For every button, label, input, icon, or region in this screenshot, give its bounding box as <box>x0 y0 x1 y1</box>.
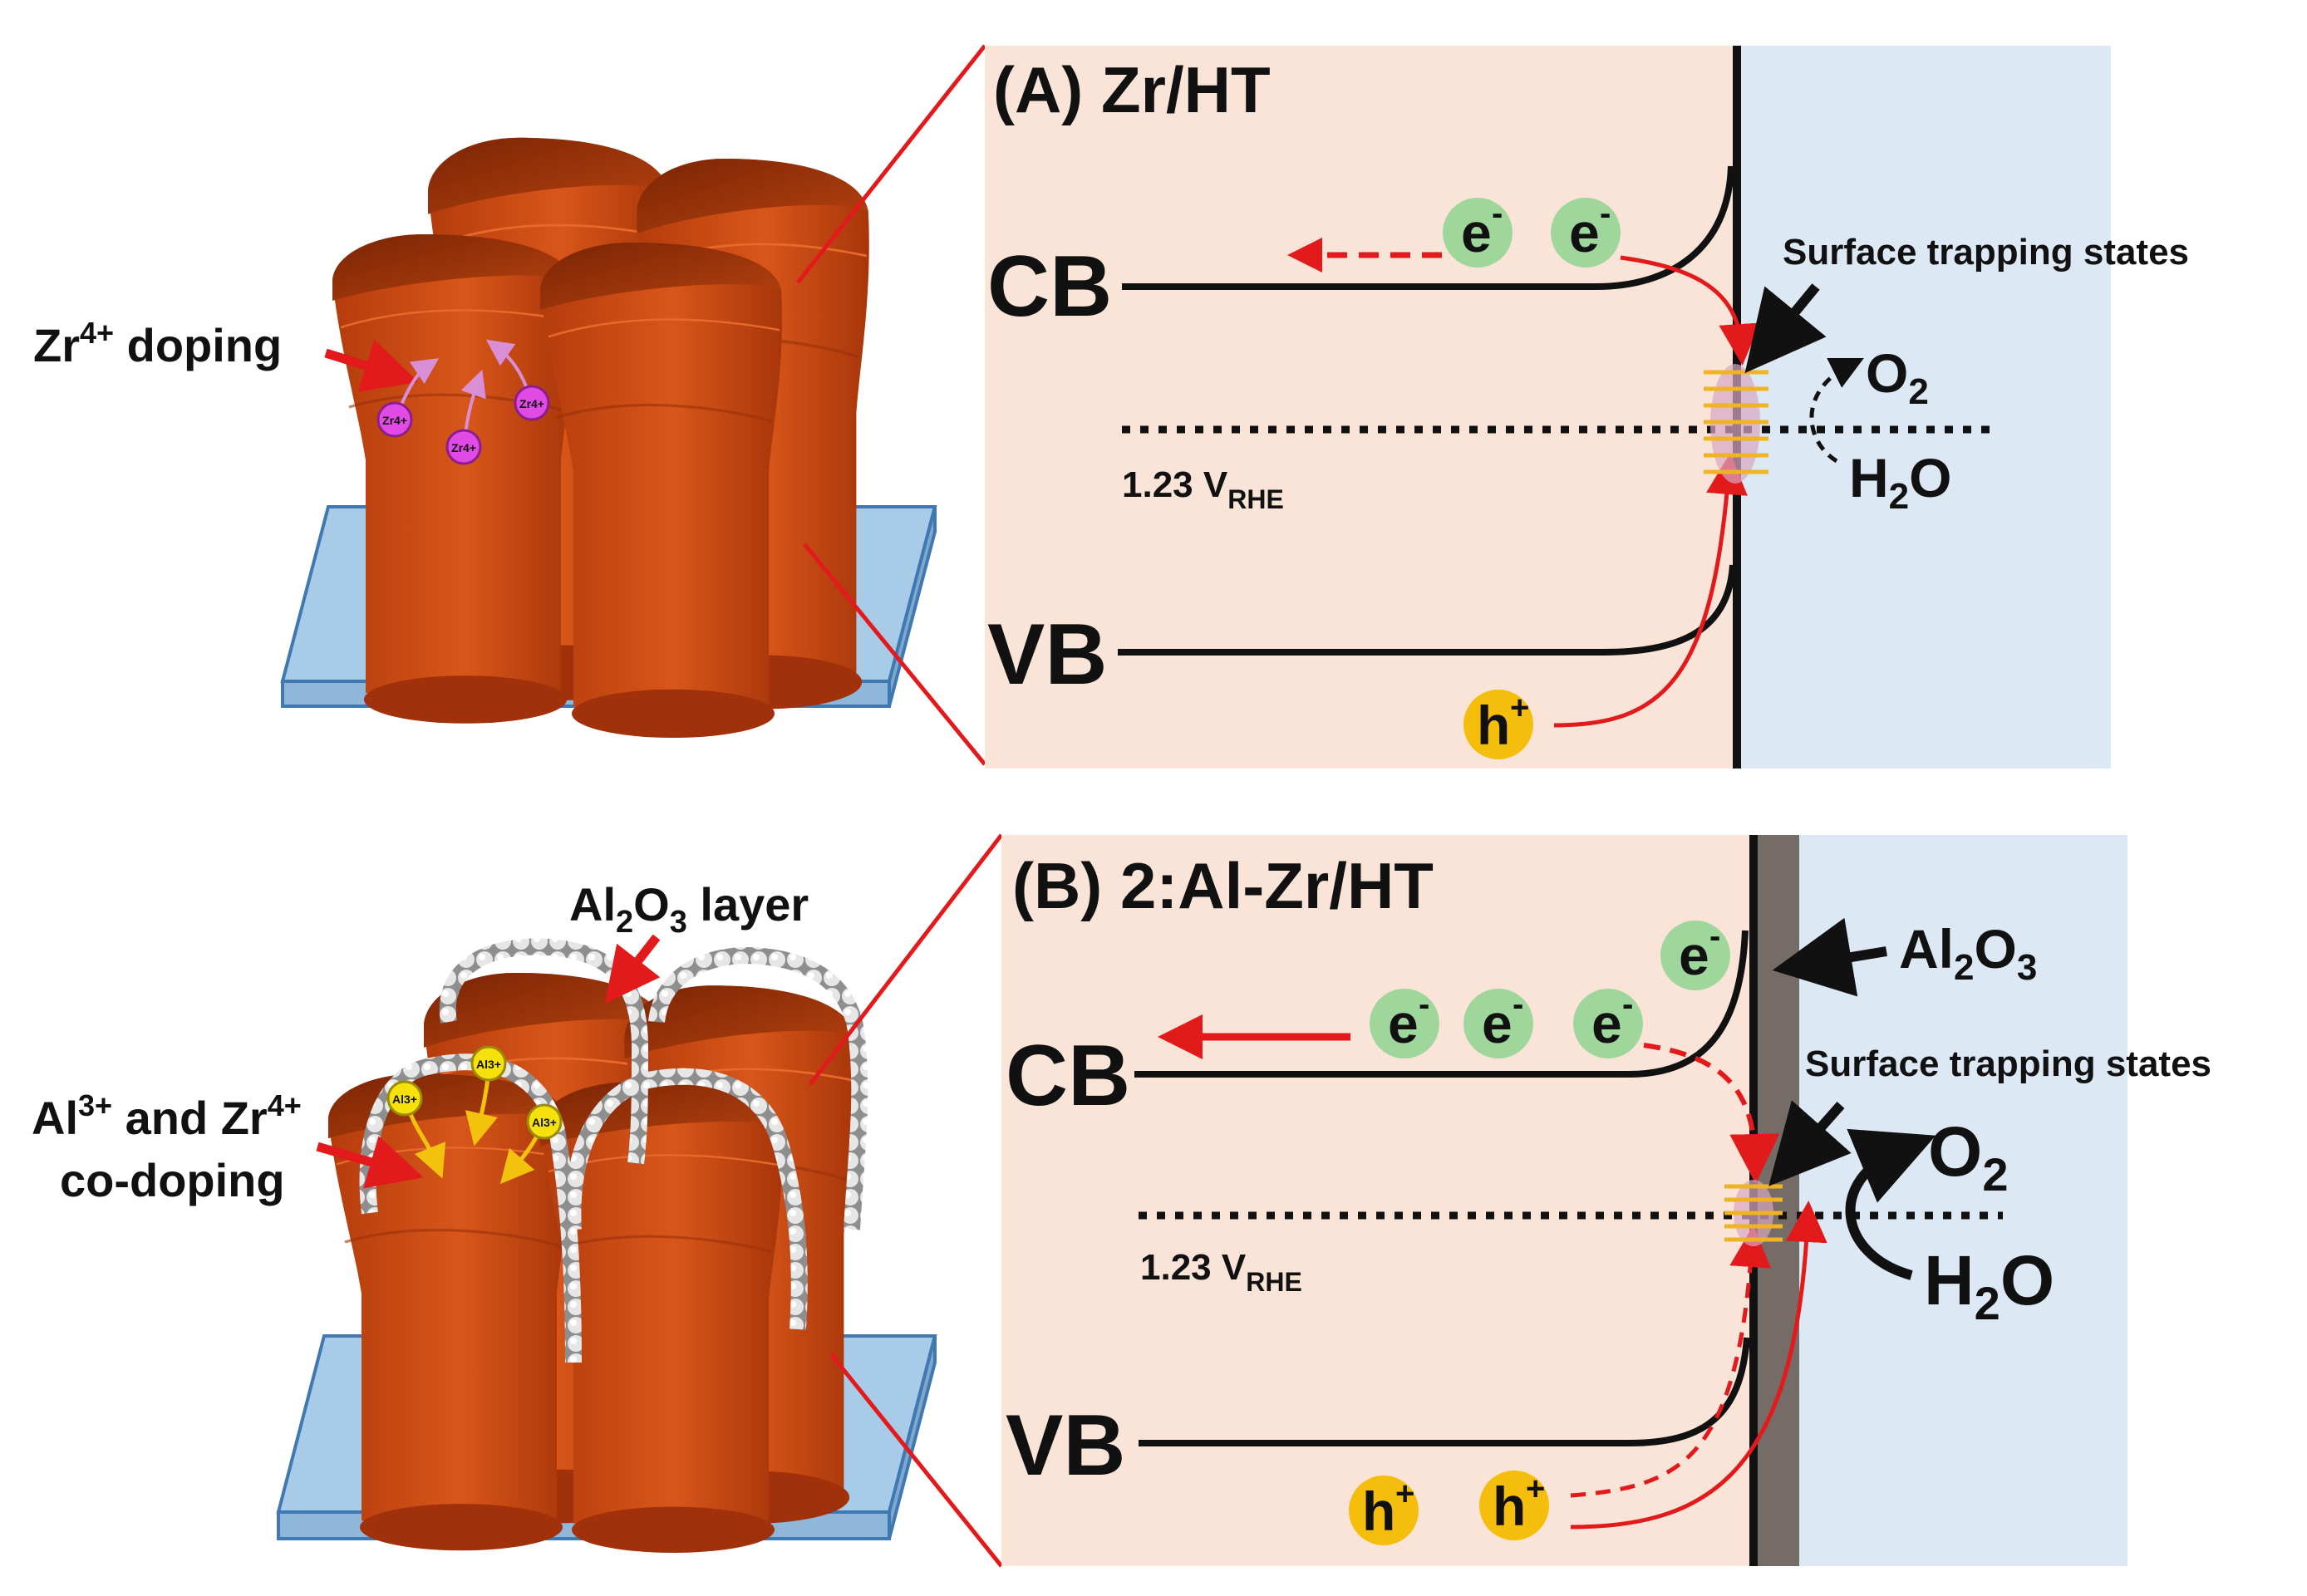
vb-label-b: VB <box>1006 1397 1125 1494</box>
al2o3-layer-label: Al2O3 layer <box>569 878 809 940</box>
zr-ions: Zr4+ Zr4+ Zr4+ <box>376 339 550 465</box>
svg-text:e: e <box>1388 993 1419 1054</box>
svg-text:-: - <box>1709 918 1720 955</box>
rod-front-right <box>539 240 785 740</box>
zoom-line-top-upper <box>796 44 986 284</box>
hole-transfer-arrow-a <box>1553 453 1748 728</box>
oxidation-arrow-b <box>1845 1128 1936 1280</box>
zr-doping-arrow <box>324 339 419 392</box>
valence-band-b <box>1139 1337 1750 1446</box>
cb-label-b: CB <box>1006 1028 1130 1124</box>
zr-ion-icon: Zr4+ <box>445 369 486 465</box>
zr-ion-icon: Zr4+ <box>376 358 440 438</box>
conduction-band-b <box>1134 930 1749 1078</box>
panel-b-title: (B) 2:Al-Zr/HT <box>1012 849 1434 922</box>
vb-label-a: VB <box>987 606 1107 703</box>
svg-text:-: - <box>1419 986 1429 1023</box>
surface-states-label-b: Surface trapping states <box>1805 1044 2211 1084</box>
svg-text:-: - <box>1492 195 1503 232</box>
electron-icon: e - <box>1463 986 1533 1058</box>
nanorod-array-bottom <box>276 938 937 1555</box>
trap-states-icon <box>1724 1180 1783 1246</box>
potential-label-b: 1.23 VRHE <box>1140 1247 1302 1297</box>
codoping-label-line2: co-doping <box>60 1154 285 1206</box>
svg-text:e: e <box>1482 993 1513 1054</box>
valence-band-a <box>1118 564 1736 656</box>
zoom-line-top-lower <box>803 543 986 766</box>
svg-text:e: e <box>1679 925 1709 986</box>
surface-states-label-a: Surface trapping states <box>1783 232 2189 273</box>
svg-text:Al3+: Al3+ <box>532 1116 557 1129</box>
svg-text:h: h <box>1362 1481 1395 1542</box>
al2o3-layer-annotation: Al2O3 layer <box>569 878 809 1004</box>
svg-text:+: + <box>1526 1471 1545 1507</box>
hole-icon: h + <box>1479 1471 1549 1540</box>
oxidation-arrow-a <box>1809 358 1864 464</box>
electron-trapping-arrow-a <box>1620 255 1761 366</box>
electron-icon: e - <box>1443 195 1513 268</box>
svg-text:Al3+: Al3+ <box>392 1093 417 1106</box>
al-ions: Al3+ Al3+ Al3+ <box>386 1045 563 1185</box>
electron-icon: e - <box>1551 195 1621 268</box>
zoom-line-bottom-lower <box>829 1353 1003 1568</box>
codoping-label-line1: Al3+ and Zr4+ <box>32 1088 302 1144</box>
hole-icon: h + <box>1463 690 1533 759</box>
hole-transfer-arrow-b <box>1570 1201 1827 1530</box>
svg-text:+: + <box>1395 1476 1414 1512</box>
codoping-annotation: Al3+ and Zr4+ co-doping <box>32 1088 424 1206</box>
panel-a-title: (A) Zr/HT <box>993 53 1271 126</box>
electrolyte-region-a <box>1737 46 2111 769</box>
panel-b: (B) 2:Al-Zr/HT CB VB 1.23 VRHE e - e - e… <box>1001 835 2211 1566</box>
o2-label-a: O2 <box>1866 342 1929 412</box>
conduction-band-a <box>1122 165 1734 290</box>
al-ion-icon: Al3+ <box>386 1080 446 1179</box>
al2o3-label-b: Al2O3 <box>1899 918 2037 988</box>
svg-text:Al3+: Al3+ <box>476 1058 501 1071</box>
svg-text:Zr4+: Zr4+ <box>451 441 476 454</box>
al-ion-icon: Al3+ <box>499 1103 563 1185</box>
codoping-arrow <box>316 1136 424 1189</box>
o2-label-b: O2 <box>1928 1112 2009 1201</box>
svg-text:Zr4+: Zr4+ <box>519 397 544 410</box>
svg-text:e: e <box>1591 993 1622 1054</box>
semiconductor-region-a <box>985 46 1737 769</box>
electron-trapping-arrow-b <box>1643 1043 1780 1184</box>
al-ion-icon: Al3+ <box>465 1045 507 1147</box>
cb-label-a: CB <box>987 238 1112 335</box>
zr-ion-icon: Zr4+ <box>485 339 550 421</box>
h2o-label-b: H2O <box>1924 1241 2054 1329</box>
svg-text:-: - <box>1600 195 1611 232</box>
svg-text:Zr4+: Zr4+ <box>382 414 407 427</box>
surface-states-pointer-a <box>1744 283 1827 374</box>
svg-text:-: - <box>1622 986 1633 1023</box>
svg-text:-: - <box>1513 986 1523 1023</box>
svg-text:e: e <box>1569 202 1600 263</box>
zr-doping-annotation: Zr4+ doping <box>33 316 419 392</box>
svg-text:e: e <box>1461 202 1492 263</box>
electron-icon: e - <box>1660 918 1730 990</box>
potential-label-a: 1.23 VRHE <box>1122 464 1284 514</box>
panel-a: (A) Zr/HT CB VB 1.23 VRHE e - e - h + <box>985 46 2189 769</box>
zoom-line-bottom-upper <box>809 833 1003 1086</box>
h2o-label-a: H2O <box>1849 447 1952 517</box>
electron-icon: e - <box>1370 986 1439 1058</box>
svg-text:h: h <box>1493 1476 1526 1537</box>
rod-front-left <box>331 233 577 725</box>
hole-icon: h + <box>1349 1476 1419 1545</box>
electron-icon: e - <box>1573 986 1643 1058</box>
al2o3-layer-arrow <box>604 934 661 1004</box>
trap-states-icon <box>1704 364 1768 484</box>
svg-text:h: h <box>1477 695 1510 756</box>
nanorod-array-top <box>280 135 937 740</box>
hole-trapping-arrow-b <box>1570 1225 1772 1498</box>
surface-states-pointer-b <box>1768 1100 1852 1186</box>
zr-doping-label: Zr4+ doping <box>33 316 282 371</box>
al2o3-pointer-b <box>1772 917 1887 997</box>
svg-text:+: + <box>1510 690 1529 726</box>
